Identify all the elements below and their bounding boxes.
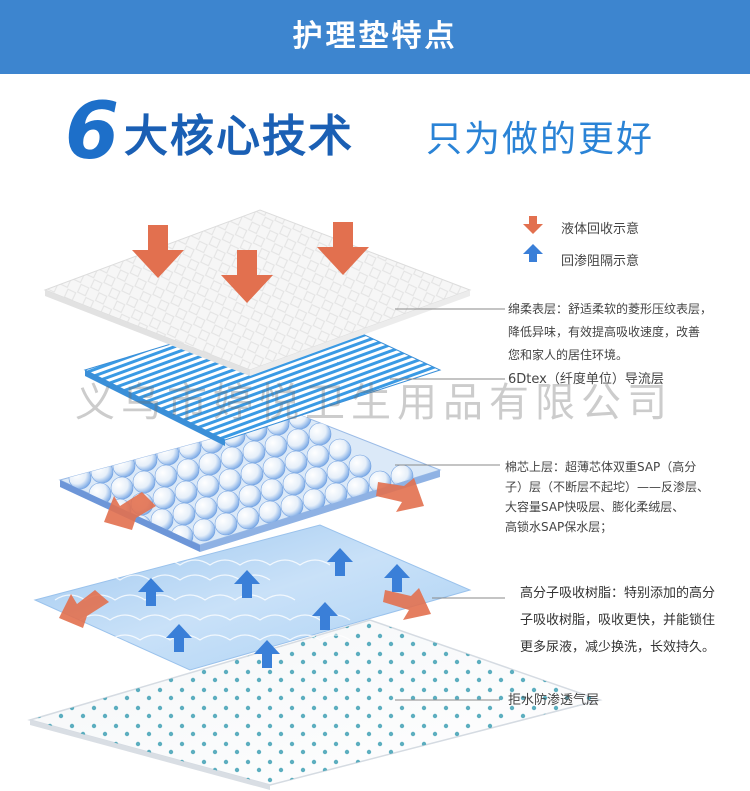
annotation-line: 您和家人的居住环境。 [508,348,629,362]
annotation-line: 高锁水SAP保水层； [505,520,613,534]
top-soft-layer [43,209,472,376]
annotation-waterproof-layer: 拒水防渗透气层 [508,691,708,711]
legend-down-label: 液体回收示意 [561,222,640,237]
leader-lines [390,308,505,701]
up-arrows [138,548,410,668]
headline-main: 大核心技术 [124,111,354,162]
cotton-core-layer [58,414,442,552]
headline-number: 6 [64,87,120,177]
legend-down-arrow-icon [523,216,543,234]
headline-sub: 只为做的更好 [426,119,655,160]
annotation-line: 绵柔表层：舒适柔软的菱形压纹表层， [508,302,713,316]
polymer-layer [33,524,472,671]
annotation-top-layer: 绵柔表层：舒适柔软的菱形压纹表层， 降低异味，有效提高吸收速度，改善 您和家人的… [508,299,748,365]
annotation-line: 6Dtex（纤度单位）导流层 [508,372,664,387]
waterproof-layer [27,619,603,790]
annotation-line: 大容量SAP快吸层、膨化柔绒层、 [505,500,685,514]
page-title: 护理垫特点 [292,19,458,54]
annotation-line: 更多尿液，减少换洗，长效持久。 [520,640,716,655]
annotation-line: 棉芯上层：超薄芯体双重SAP（高分 [505,460,697,474]
annotation-line: 降低异味，有效提高吸收速度，改善 [508,325,701,339]
annotation-line: 拒水防渗透气层 [508,693,600,708]
annotation-core-layer: 棉芯上层：超薄芯体双重SAP（高分 子）层（不断层不起坨）——反渗层、 大容量S… [505,457,750,537]
annotation-line: 子）层（不断层不起坨）——反渗层、 [505,480,710,494]
down-arrows [59,222,431,628]
legend-up-arrow-icon [523,244,543,262]
annotation-line: 高分子吸收树脂：特别添加的高分 [520,586,716,601]
header-bar: 护理垫特点 [0,0,750,74]
annotation-line: 子吸收树脂，吸收更快，并能锁住 [520,613,716,628]
annotation-flow-layer: 6Dtex（纤度单位）导流层 [508,370,748,390]
annotation-polymer-layer: 高分子吸收树脂：特别添加的高分 子吸收树脂，吸收更快，并能锁住 更多尿液，减少换… [520,580,750,661]
watermark: 义乌市婷悦卫生用品有限公司 [75,380,673,426]
legend-up-label: 回渗阻隔示意 [561,254,640,269]
